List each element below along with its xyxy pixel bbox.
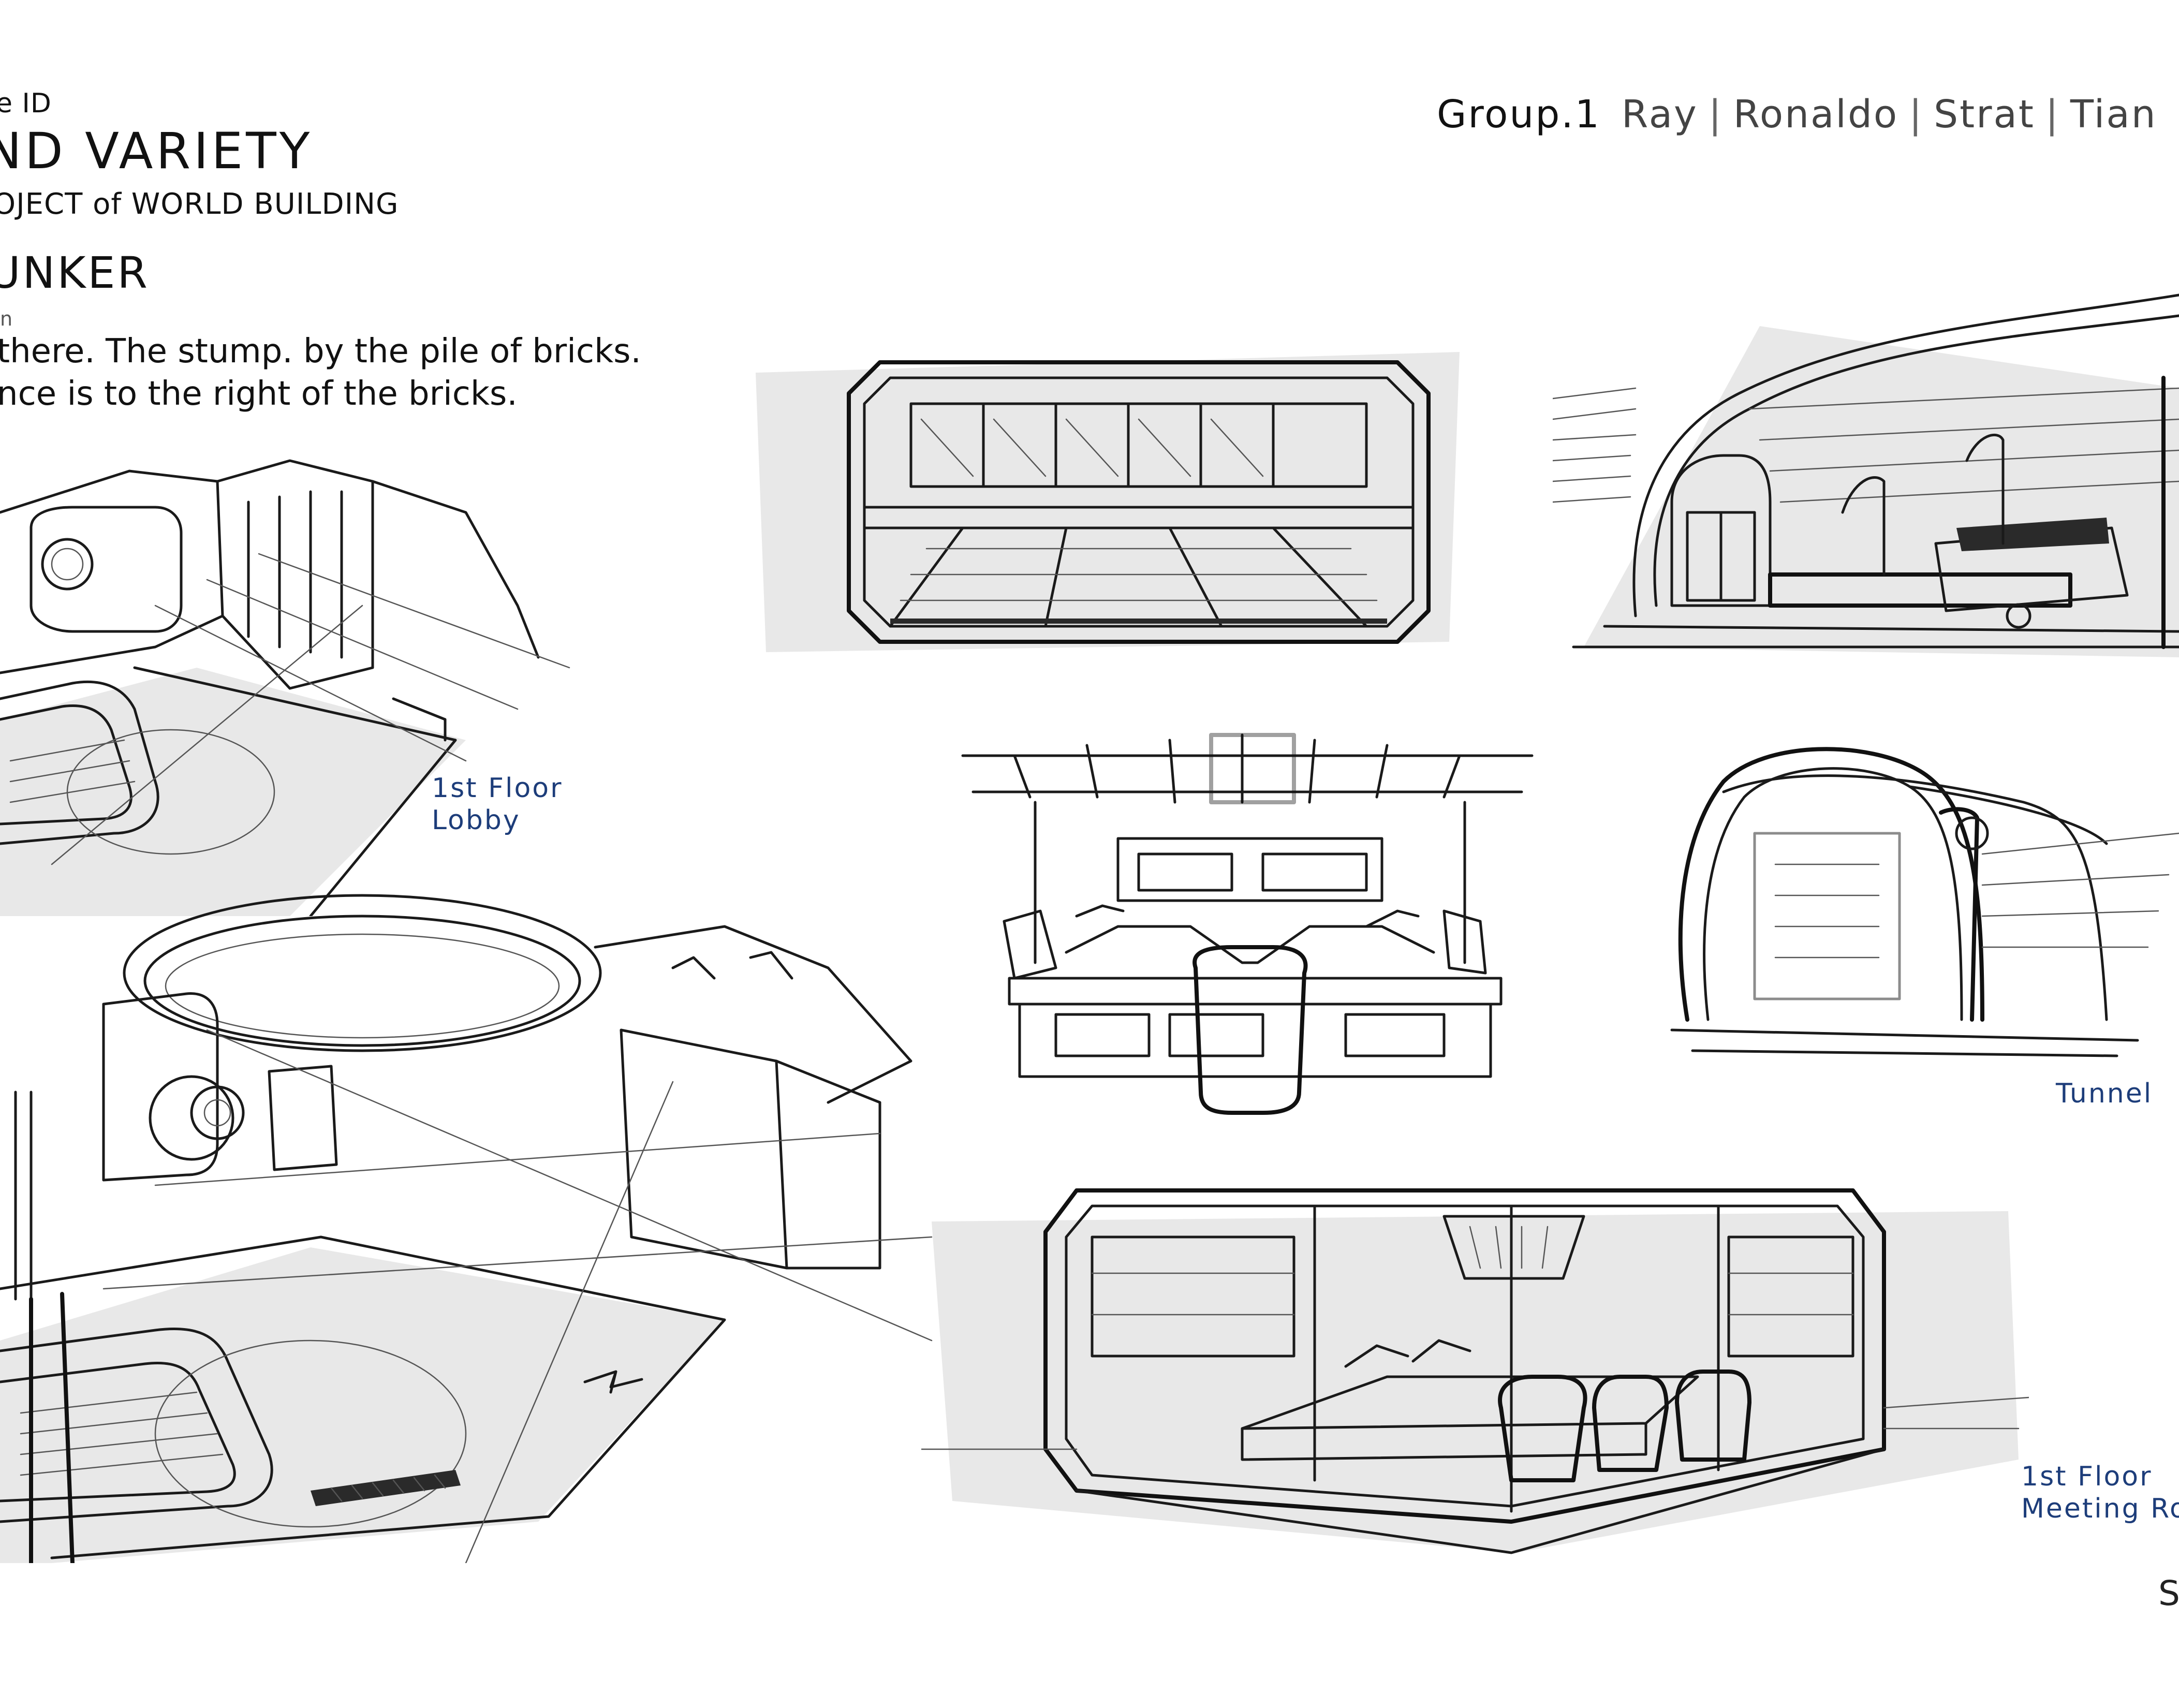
- section-note: n: [0, 307, 13, 330]
- caption-tunnel: Tunnel: [2056, 1078, 2153, 1110]
- separator: |: [2045, 92, 2060, 137]
- caption-tunnel-line-1: Tunnel: [2056, 1078, 2153, 1109]
- member-name: Ray: [1621, 92, 1698, 137]
- caption-lobby-line-1: 1st Floor: [432, 773, 563, 804]
- lobby-overview-sketch: [0, 875, 963, 1563]
- group-label: Group.1: [1437, 92, 1601, 137]
- description-line-1: there. The stump. by the pile of bricks.: [0, 332, 641, 371]
- caption-meeting-room: 1st Floor Meeting Ro: [2021, 1461, 2179, 1525]
- cave-entrance-sketch: [1553, 285, 2179, 662]
- member-name: Tian: [2070, 92, 2157, 137]
- caption-lobby-line-2: Lobby: [432, 805, 521, 836]
- member-name: Strat: [1934, 92, 2035, 137]
- corridor-sketch: [756, 331, 1460, 662]
- conference-room-sketch: [952, 725, 1548, 1118]
- section-title: UNKER: [0, 247, 150, 298]
- lobby-sketch: [0, 450, 580, 916]
- member-name: Ronaldo: [1733, 92, 1899, 137]
- caption-lobby: 1st Floor Lobby: [432, 772, 563, 836]
- caption-meeting-line-1: 1st Floor: [2021, 1461, 2153, 1492]
- tunnel-sketch: [1651, 730, 2179, 1061]
- header-kicker: e ID: [0, 88, 52, 119]
- page-title: ND VARIETY: [0, 122, 313, 180]
- caption-meeting-line-2: Meeting Ro: [2021, 1493, 2179, 1524]
- meeting-room-sketch: [921, 1159, 2029, 1563]
- separator: |: [1708, 92, 1723, 137]
- description: there. The stump. by the pile of bricks.…: [0, 330, 641, 415]
- page-mark: S: [2158, 1573, 2179, 1613]
- page-subtitle: OJECT of WORLD BUILDING: [0, 187, 399, 221]
- description-line-2: nce is to the right of the bricks.: [0, 375, 518, 413]
- separator: |: [1909, 92, 1924, 137]
